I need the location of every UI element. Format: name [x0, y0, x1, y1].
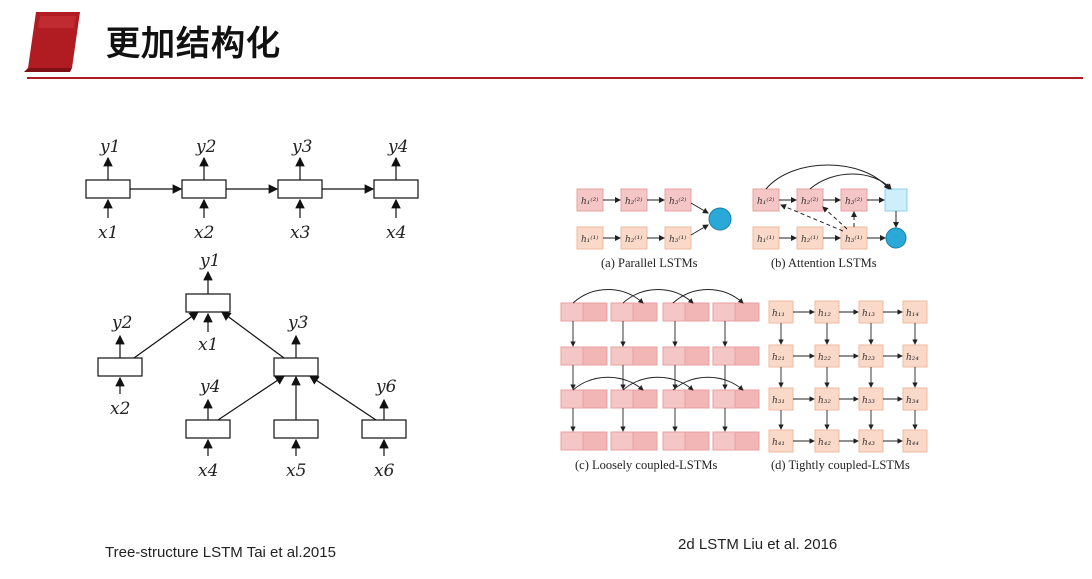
slide-title: 更加结构化 — [106, 24, 281, 64]
svg-text:h₃₁: h₃₁ — [772, 396, 785, 406]
chain-lstm — [85, 156, 419, 218]
subfigure-caption-c: (c) Loosely coupled-LSTMs — [575, 458, 717, 472]
svg-text:h₁⁽¹⁾: h₁⁽¹⁾ — [757, 234, 774, 245]
figure-caption-tree-lstm: Tree-structure LSTM Tai et al.2015 — [105, 544, 336, 561]
svg-text:h₁₁: h₁₁ — [772, 309, 785, 319]
svg-text:h₂₃: h₂₃ — [862, 353, 875, 363]
svg-text:h₁₂: h₁₂ — [818, 309, 831, 319]
chain-output-labels: y1 y2 y3 y4 — [99, 137, 408, 157]
svg-text:h₁⁽²⁾: h₁⁽²⁾ — [581, 196, 598, 207]
lstm-variants-figure: h₁⁽²⁾ h₂⁽²⁾ h₃⁽²⁾ h₁⁽¹⁾ h₂⁽¹⁾ h₃⁽¹⁾ (a) … — [560, 164, 928, 472]
svg-text:h₃₂: h₃₂ — [818, 396, 831, 406]
subfigure-caption-b: (b) Attention LSTMs — [771, 256, 877, 270]
tree-y-label: y2 — [111, 313, 132, 333]
chain-y-label: y4 — [387, 137, 408, 157]
chain-x-label: x3 — [290, 223, 310, 243]
svg-text:h₃⁽¹⁾: h₃⁽¹⁾ — [845, 234, 862, 245]
subfigure-caption-d: (d) Tightly coupled-LSTMs — [771, 458, 910, 472]
svg-text:h₄₁: h₄₁ — [772, 438, 785, 448]
svg-text:h₂⁽¹⁾: h₂⁽¹⁾ — [625, 234, 642, 245]
tree-y-label: y1 — [199, 251, 220, 271]
svg-text:h₂⁽²⁾: h₂⁽²⁾ — [801, 196, 818, 207]
tree-lstm — [97, 270, 407, 456]
svg-text:h₃₄: h₃₄ — [906, 396, 919, 406]
svg-text:h₄₃: h₄₃ — [862, 438, 875, 448]
svg-text:h₄₂: h₄₂ — [818, 438, 831, 448]
parallel-lstms-diagram: h₁⁽²⁾ h₂⁽²⁾ h₃⁽²⁾ h₁⁽¹⁾ h₂⁽¹⁾ h₃⁽¹⁾ — [576, 188, 732, 250]
tree-y-label: y3 — [287, 313, 308, 333]
svg-text:h₂₁: h₂₁ — [772, 353, 785, 363]
subfigure-caption-a: (a) Parallel LSTMs — [601, 256, 698, 270]
tree-x-label: x1 — [198, 335, 218, 355]
chain-y-label: y3 — [291, 137, 312, 157]
tree-x-label: x6 — [374, 461, 395, 481]
svg-text:h₃₃: h₃₃ — [862, 396, 875, 406]
tree-y-label: y6 — [375, 377, 397, 397]
svg-text:h₃⁽²⁾: h₃⁽²⁾ — [845, 196, 862, 207]
chain-y-label: y2 — [195, 137, 216, 157]
chain-x-label: x1 — [98, 223, 118, 243]
attention-lstms-diagram: h₁⁽²⁾ h₂⁽²⁾ h₃⁽²⁾ h₁⁽¹⁾ h₂⁽¹⁾ h₃⁽¹⁾ — [752, 164, 908, 250]
svg-text:h₂⁽¹⁾: h₂⁽¹⁾ — [801, 234, 818, 245]
svg-text:h₃⁽¹⁾: h₃⁽¹⁾ — [669, 234, 686, 245]
chain-x-label: x2 — [194, 223, 214, 243]
svg-text:h₂₄: h₂₄ — [906, 353, 919, 363]
loosely-coupled-lstms-diagram — [560, 289, 760, 451]
svg-text:h₃⁽²⁾: h₃⁽²⁾ — [669, 196, 686, 207]
slide-logo-icon — [24, 12, 80, 72]
tree-lstm-figure: y1 y2 y3 y4 x1 x2 x3 x4 y1 x1 y2 — [85, 137, 419, 481]
svg-text:h₁₄: h₁₄ — [906, 309, 919, 319]
tree-x-label: x5 — [286, 461, 306, 481]
svg-text:h₁⁽²⁾: h₁⁽²⁾ — [757, 196, 774, 207]
header-divider — [27, 77, 1083, 79]
chain-y-label: y1 — [99, 137, 120, 157]
chain-x-label: x4 — [386, 223, 406, 243]
figure-caption-2d-lstm: 2d LSTM Liu et al. 2016 — [678, 536, 838, 553]
tree-y-label: y4 — [199, 377, 220, 397]
tree-x-label: x4 — [198, 461, 218, 481]
chain-input-labels: x1 x2 x3 x4 — [98, 223, 406, 243]
tree-labels: y1 x1 y2 x2 y3 y4 x4 x5 y6 x6 — [110, 251, 397, 481]
tightly-coupled-lstms-diagram: h₁₁ h₁₂ h₁₃ h₁₄ h₂₁ h₂₂ h₂₃ h₂₄ h₃₁ h₃₂ h₃₃ h₃₄ h… — [768, 300, 928, 453]
svg-text:h₁⁽¹⁾: h₁⁽¹⁾ — [581, 234, 598, 245]
svg-text:h₂₂: h₂₂ — [818, 353, 831, 363]
tree-x-label: x2 — [110, 399, 130, 419]
svg-text:h₄₄: h₄₄ — [906, 438, 919, 448]
svg-text:h₁₃: h₁₃ — [862, 309, 875, 319]
svg-text:h₂⁽²⁾: h₂⁽²⁾ — [625, 196, 642, 207]
